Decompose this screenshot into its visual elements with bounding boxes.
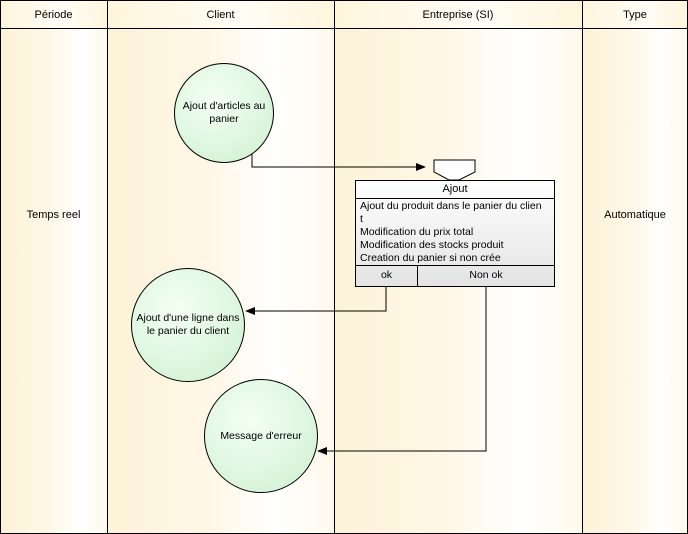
event-error[interactable]: Message d'erreur (204, 379, 318, 493)
lane-value: Automatique (604, 209, 666, 221)
process-title: Ajout (356, 181, 554, 199)
result-not-ok[interactable]: Non ok (469, 269, 503, 281)
lane-body (582, 29, 688, 534)
process-results: ok Non ok (356, 265, 554, 286)
border-top (0, 0, 688, 1)
event-label: Ajout d'une ligne dans le panier du clie… (136, 312, 240, 337)
event-success[interactable]: Ajout d'une ligne dans le panier du clie… (131, 268, 245, 382)
process-action: Modification du prix total (360, 226, 474, 238)
event-label: Ajout d'articles au panier (182, 100, 266, 125)
process-action: t (360, 213, 363, 225)
arrow-ok-to-success (245, 287, 387, 315)
lane-divider (107, 0, 108, 534)
header-divider (0, 28, 688, 29)
arrow-notok-to-error (317, 287, 487, 455)
event-start[interactable]: Ajout d'articles au panier (174, 63, 274, 163)
lane-header: Période (0, 0, 107, 29)
process-entry-connector (433, 159, 476, 181)
process-action: Ajout du produit dans le panier du clien (360, 200, 542, 212)
border-left (0, 0, 1, 534)
lane-value: Temps reel (26, 209, 81, 221)
process-action: Modification des stocks produit (360, 239, 504, 251)
arrow-start-to-process (251, 150, 426, 171)
lane-type: Type Automatique (582, 0, 688, 534)
lane-divider (334, 0, 335, 534)
lane-divider (582, 0, 583, 534)
process-actions: Ajout du produit dans le panier du clien… (360, 200, 552, 265)
lane-header: Entreprise (SI) (334, 0, 582, 29)
process-action: Creation du panier si non crée (360, 252, 501, 264)
result-ok[interactable]: ok (356, 266, 418, 286)
lane-periode: Période Temps reel (0, 0, 107, 534)
lane-header: Client (107, 0, 334, 29)
lane-body (0, 29, 107, 534)
event-label: Message d'erreur (220, 429, 302, 442)
process-ajout[interactable]: Ajout Ajout du produit dans le panier du… (355, 180, 555, 287)
lane-header: Type (582, 0, 688, 29)
